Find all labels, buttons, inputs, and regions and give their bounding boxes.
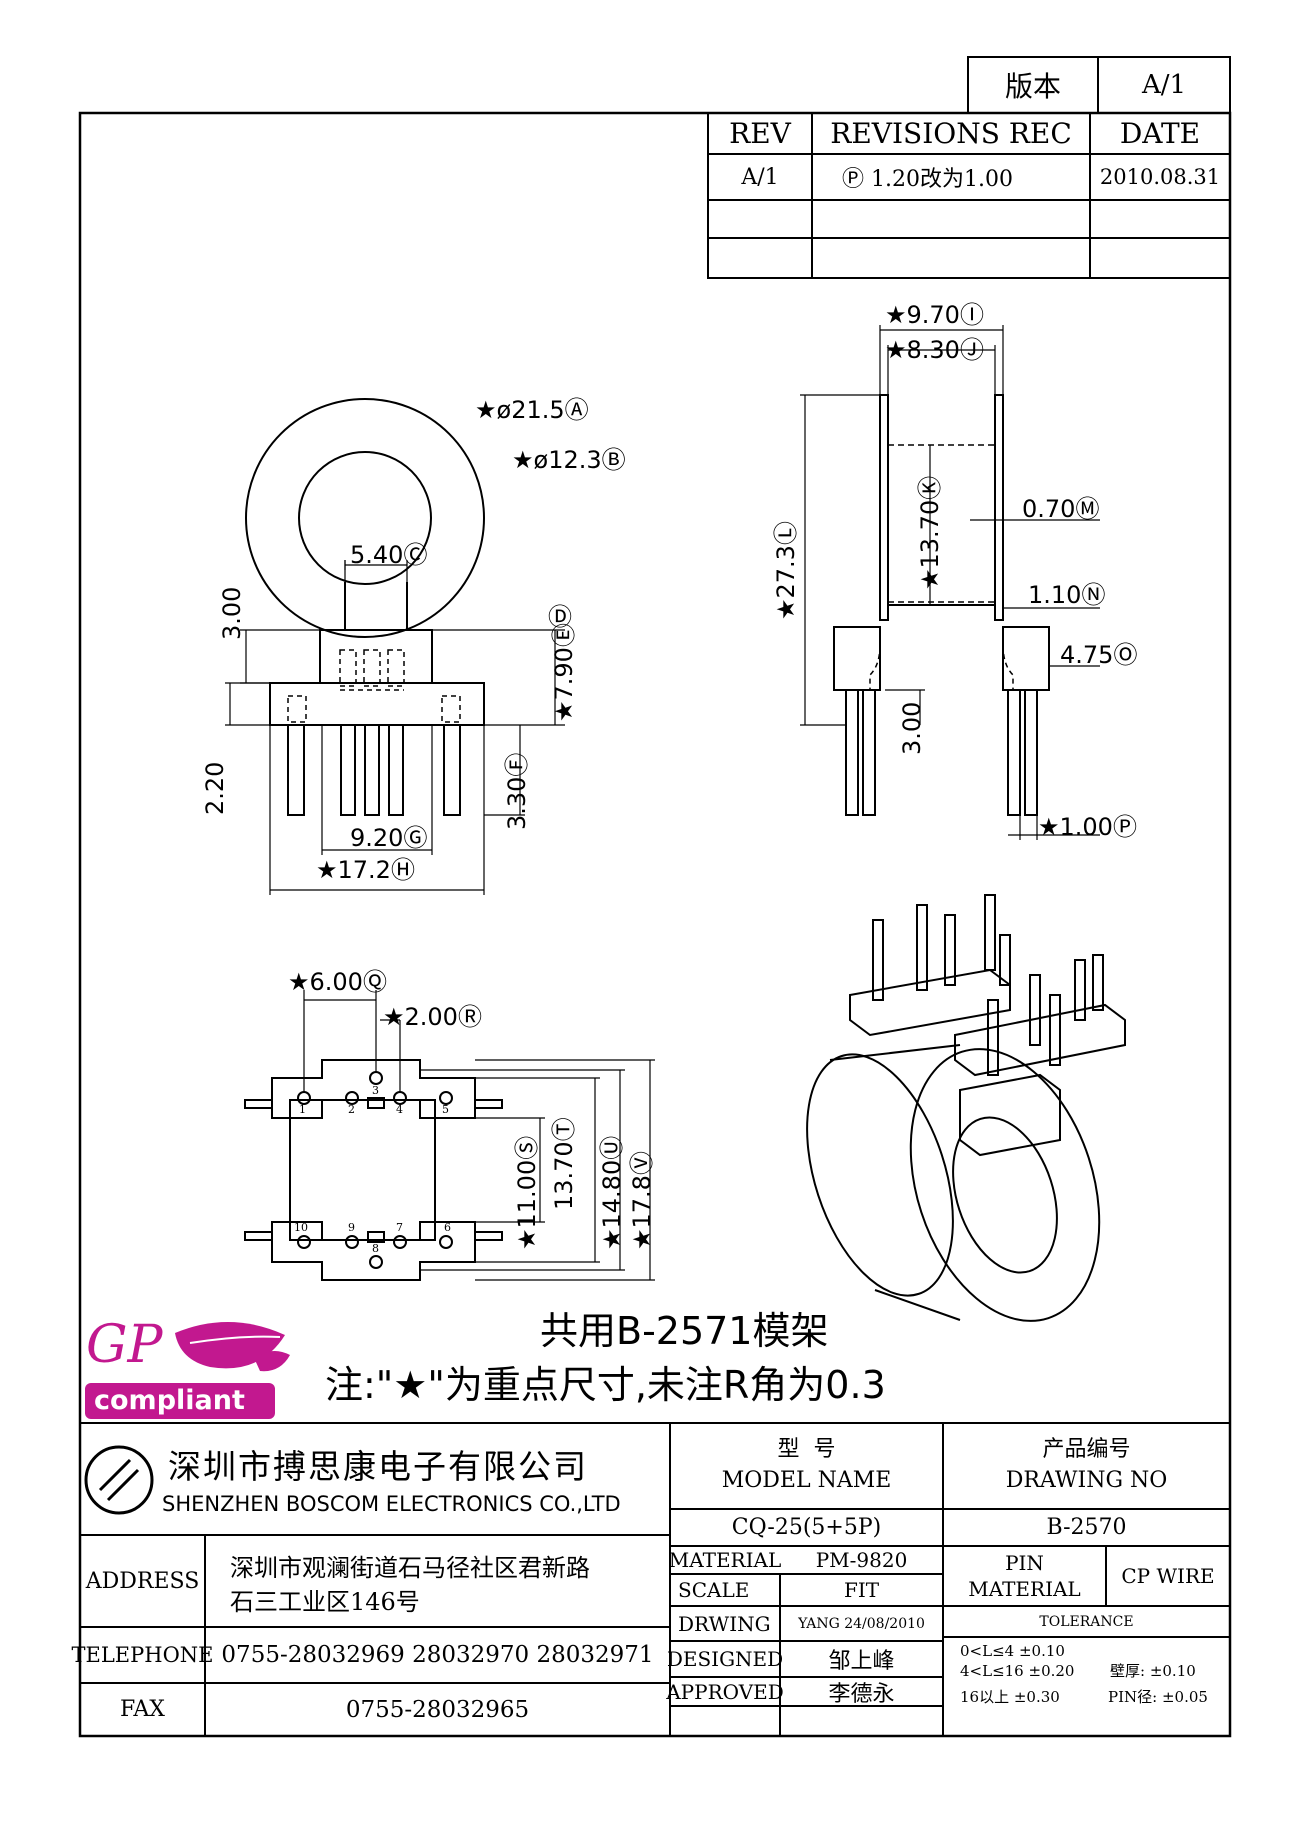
dim-side-3-00: 3.00: [898, 701, 926, 755]
fax-label: FAX: [120, 1697, 165, 1722]
dim-e: ★7.90Ⓔ: [550, 623, 578, 722]
approved-label: APPROVED: [666, 1679, 784, 1704]
pin-number: 3: [372, 1084, 379, 1097]
dim-u: ★14.80Ⓤ: [598, 1135, 626, 1250]
dim-i: ★9.70Ⓘ: [885, 301, 984, 329]
rev-header: REV: [729, 117, 791, 150]
gp-text: GP: [86, 1315, 163, 1375]
dim-f: 3.30Ⓕ: [503, 752, 531, 830]
fax-value: 0755-28032965: [345, 1696, 530, 1723]
dim-h: ★17.2Ⓗ: [316, 856, 415, 884]
scale-value: FIT: [843, 1578, 880, 1602]
revisions-rec-header: REVISIONS REC: [830, 117, 1072, 150]
dim-o: 4.75Ⓞ: [1060, 641, 1138, 669]
dim-k: ★13.70Ⓚ: [916, 475, 944, 590]
leaf-icon: [85, 1321, 290, 1419]
drawing-label-cn: 产品编号: [1042, 1437, 1131, 1463]
model-name-label: 型 号 MODEL NAME: [670, 1423, 943, 1509]
drawing-label-en: DRAWING NO: [1005, 1468, 1168, 1493]
pin-material-value: CP WIRE: [1121, 1564, 1215, 1588]
dim-r: ★2.00Ⓡ: [383, 1003, 482, 1031]
model-label-cn: 型 号: [777, 1437, 836, 1463]
drwing-value: YANG 24/08/2010: [798, 1615, 925, 1632]
pin-label: PIN: [1005, 1551, 1044, 1575]
pin-number: 6: [444, 1221, 451, 1234]
drwing-label: DRWING: [678, 1611, 771, 1636]
pin-number: 10: [294, 1221, 308, 1234]
telephone-value: 0755-28032969 28032970 28032971: [221, 1642, 654, 1668]
pin-number: 7: [396, 1221, 403, 1234]
pin-number: 9: [348, 1221, 355, 1234]
drawing-no-value: B-2570: [1046, 1515, 1127, 1540]
address-line-2: 石三工业区146号: [230, 1588, 420, 1616]
scale-label: SCALE: [678, 1578, 750, 1602]
pin-material-label-text: MATERIAL: [968, 1577, 1081, 1601]
front-view: [225, 398, 565, 895]
compliant-text: compliant: [94, 1385, 245, 1416]
material-label: MATERIAL: [668, 1548, 782, 1572]
revision-row-rev: A/1: [741, 164, 779, 190]
tolerance-label: TOLERANCE: [1039, 1613, 1134, 1630]
version-label: 版本: [1004, 70, 1061, 103]
tolerance-range-2: 4<L≤16 ±0.20: [960, 1662, 1075, 1680]
tolerance-range-3: 16以上 ±0.30: [960, 1688, 1060, 1706]
dim-t: 13.70Ⓣ: [550, 1117, 578, 1210]
pin-number: 4: [396, 1103, 403, 1116]
designed-value: 邹上峰: [828, 1649, 895, 1674]
dim-p: ★1.00Ⓟ: [1038, 813, 1137, 841]
dim-v: ★17.8Ⓥ: [628, 1151, 656, 1250]
address-label: ADDRESS: [85, 1568, 200, 1594]
dim-m: 0.70Ⓜ: [1022, 495, 1100, 523]
key-dimension-note: 注:"★"为重点尺寸,未注R角为0.3: [325, 1363, 886, 1407]
gp-compliant-logo: GP compliant: [80, 1305, 300, 1422]
title-block-lines: [80, 1422, 1230, 1736]
revision-table-lines: [707, 112, 1231, 279]
dim-j: ★8.30Ⓙ: [885, 336, 984, 364]
pin-number: 2: [348, 1103, 355, 1116]
drawing-no-label: 产品编号 DRAWING NO: [943, 1423, 1230, 1509]
tolerance-range-1: 0<L≤4 ±0.10: [960, 1642, 1065, 1660]
dim-left-2-20: 2.20: [201, 761, 229, 815]
company-logo: [84, 1445, 154, 1515]
dim-d: Ⓓ: [548, 603, 572, 631]
revision-row-date: 2010.08.31: [1099, 165, 1221, 189]
dim-b: ★ø12.3Ⓑ: [512, 446, 626, 474]
material-value: PM-9820: [815, 1548, 908, 1572]
address-line-1: 深圳市观澜街道石马径社区君新路: [230, 1554, 590, 1582]
dim-a: ★ø21.5Ⓐ: [475, 396, 589, 424]
shared-mold-note: 共用B-2571模架: [540, 1309, 829, 1353]
dim-n: 1.10Ⓝ: [1028, 581, 1106, 609]
dim-c: 5.40Ⓒ: [350, 541, 428, 569]
pin-number: 8: [372, 1242, 379, 1255]
model-label-en: MODEL NAME: [721, 1468, 892, 1493]
designed-label: DESIGNED: [666, 1647, 784, 1671]
pin-number: 1: [299, 1103, 306, 1116]
pin-material-label: PIN MATERIAL: [943, 1546, 1106, 1606]
company-name-en: SHENZHEN BOSCOM ELECTRONICS CO.,LTD: [162, 1492, 621, 1516]
sheet-border: [78, 111, 1232, 1738]
bottom-view: [244, 990, 655, 1281]
version-value: A/1: [1141, 70, 1187, 100]
dim-q: ★6.00Ⓠ: [288, 968, 387, 996]
date-header: DATE: [1119, 117, 1201, 150]
tolerance-wall: 壁厚: ±0.10: [1110, 1662, 1196, 1680]
revision-row-rec: Ⓟ 1.20改为1.00: [842, 167, 1013, 192]
telephone-label: TELEPHONE: [71, 1643, 214, 1667]
model-value: CQ-25(5+5P): [731, 1515, 882, 1540]
company-name-cn: 深圳市搏思康电子有限公司: [168, 1447, 588, 1486]
isometric-view: [806, 894, 1126, 1322]
tolerance-pin: PIN径: ±0.05: [1108, 1688, 1208, 1706]
approved-value: 李德永: [828, 1681, 895, 1707]
dim-s: ★11.00Ⓢ: [513, 1135, 541, 1250]
dim-g: 9.20Ⓖ: [350, 824, 428, 852]
dim-top-3-00: 3.00: [218, 586, 246, 640]
dim-l: ★27.3Ⓛ: [772, 521, 800, 620]
pin-number: 5: [442, 1103, 449, 1116]
side-view: [800, 325, 1100, 840]
